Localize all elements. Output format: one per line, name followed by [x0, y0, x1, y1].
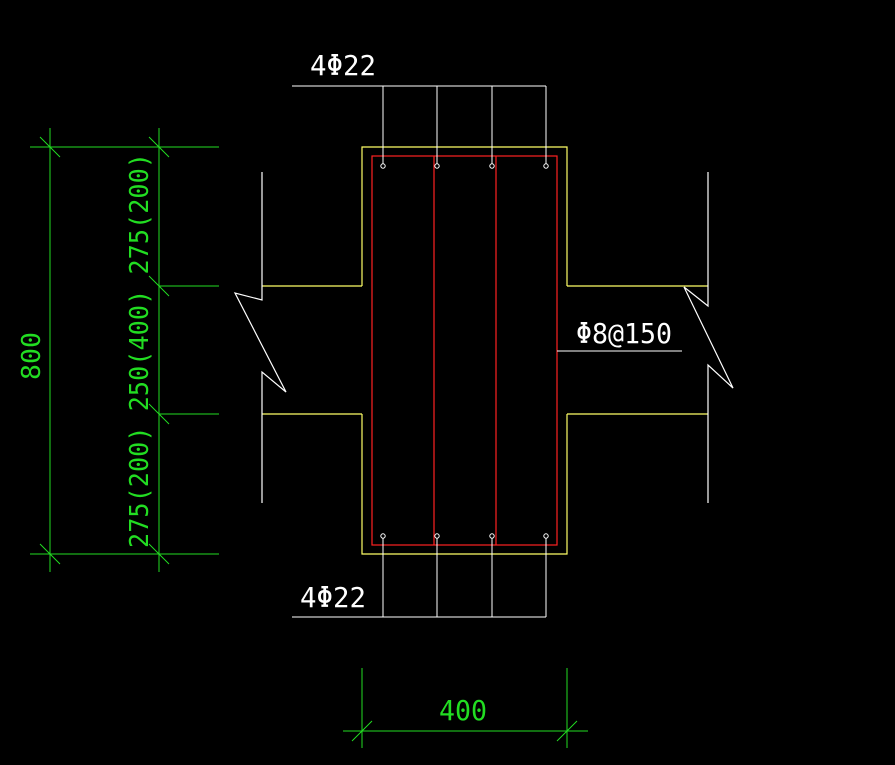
rebar-leaders [292, 85, 682, 618]
right-zigzag-break-icon [683, 172, 734, 503]
top-rebar-label: 4Φ22 [310, 49, 376, 82]
bottom-rebar-4 [543, 533, 549, 539]
dim-tick-7 [351, 720, 373, 742]
dim-segments-label: 275(200) 250(400) 275(200) [125, 153, 155, 548]
stirrup [371, 155, 558, 546]
top-rebar-1 [380, 163, 386, 169]
bottom-rebar-1 [380, 533, 386, 539]
dim-tick-3 [148, 136, 170, 158]
rebar-dots [380, 163, 549, 539]
dim-tick-8 [556, 720, 578, 742]
top-rebar-2 [434, 163, 440, 169]
bottom-rebar-3 [489, 533, 495, 539]
break-lines [233, 172, 734, 503]
dim-tick-4 [148, 275, 170, 297]
top-rebar-3 [489, 163, 495, 169]
column-outline-left-lower [361, 414, 568, 555]
bottom-rebar-label: 4Φ22 [300, 581, 366, 614]
stirrup-spec-label: Φ8@150 [576, 317, 672, 350]
dim-tick-2 [39, 543, 61, 565]
dim-total-height-label: 800 [17, 332, 47, 380]
dimension-text: 800 275(200) 250(400) 275(200) 400 [17, 153, 487, 727]
top-rebar-4 [543, 163, 549, 169]
dim-tick-5 [148, 403, 170, 425]
dim-width-label: 400 [439, 694, 487, 727]
dim-tick-6 [148, 543, 170, 565]
stirrup-outer [371, 155, 558, 546]
annotations: 4Φ22 4Φ22 Φ8@150 [300, 49, 672, 614]
bottom-rebar-2 [434, 533, 440, 539]
dim-tick-1 [39, 136, 61, 158]
dimensions [30, 128, 588, 748]
concrete-outline [262, 146, 708, 555]
column-outline-left [361, 146, 568, 286]
left-zigzag-break-icon [233, 172, 287, 503]
